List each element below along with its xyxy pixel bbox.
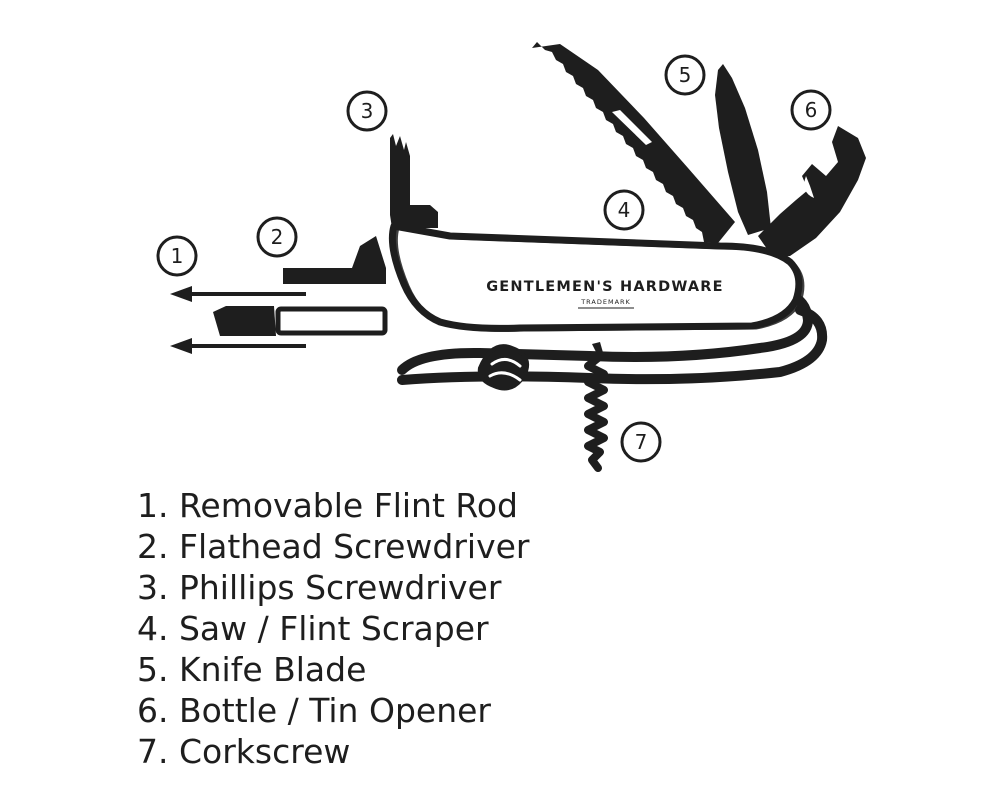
legend-item-saw: 4. Saw / Flint Scraper bbox=[137, 609, 489, 648]
legend-item-knife-blade: 5. Knife Blade bbox=[137, 650, 367, 689]
callout-1-number: 1 bbox=[171, 244, 184, 268]
callout-2: 2 bbox=[256, 216, 298, 258]
legend-item-flathead-screwdriver: 2. Flathead Screwdriver bbox=[137, 527, 530, 566]
flint-rod-icon bbox=[213, 306, 388, 336]
callout-6-number: 6 bbox=[805, 98, 818, 122]
callout-5: 5 bbox=[664, 54, 706, 96]
bottle-opener-icon bbox=[758, 126, 866, 256]
callout-6: 6 bbox=[790, 89, 832, 131]
flathead-screwdriver-icon bbox=[283, 236, 386, 284]
legend-item-bottle-opener: 6. Bottle / Tin Opener bbox=[137, 691, 491, 730]
lanyard-icon bbox=[397, 291, 828, 391]
callout-4-number: 4 bbox=[618, 198, 631, 222]
knife-blade-icon bbox=[715, 64, 771, 235]
brand-name: GENTLEMEN'S HARDWARE bbox=[486, 279, 724, 295]
callout-1: 1 bbox=[156, 235, 198, 277]
callout-7-number: 7 bbox=[635, 430, 648, 454]
legend-item-phillips-screwdriver: 3. Phillips Screwdriver bbox=[137, 568, 502, 607]
callout-7: 7 bbox=[620, 421, 662, 463]
corkscrew-icon bbox=[584, 342, 608, 472]
phillips-screwdriver-icon bbox=[390, 134, 438, 228]
legend-item-flint-rod: 1. Removable Flint Rod bbox=[137, 486, 518, 525]
callout-5-number: 5 bbox=[679, 63, 692, 87]
callout-3: 3 bbox=[346, 90, 388, 132]
tool-legend: 1. Removable Flint Rod 2. Flathead Screw… bbox=[137, 485, 529, 772]
callout-4: 4 bbox=[603, 189, 645, 231]
callout-3-number: 3 bbox=[361, 99, 374, 123]
removal-arrow-upper-icon bbox=[170, 286, 306, 302]
brand-tagline: TRADEMARK bbox=[580, 298, 631, 306]
removal-arrow-lower-icon bbox=[170, 338, 306, 354]
legend-item-corkscrew: 7. Corkscrew bbox=[137, 732, 351, 771]
knife-body: GENTLEMEN'S HARDWARE TRADEMARK bbox=[388, 222, 805, 332]
saw-blade-icon bbox=[532, 42, 735, 243]
callout-2-number: 2 bbox=[271, 225, 284, 249]
